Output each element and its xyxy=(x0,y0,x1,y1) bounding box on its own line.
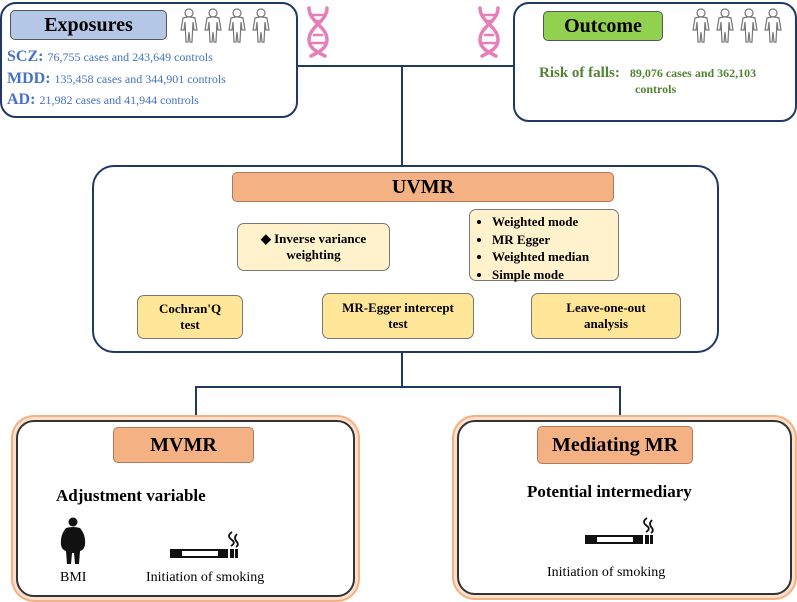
exposure-text: 76,755 cases and 243,649 controls xyxy=(47,50,213,64)
exposure-row-mdd: MDD: 135,458 cases and 344,901 controls xyxy=(7,70,226,88)
dna-icon xyxy=(307,6,329,58)
outcome-title: Outcome xyxy=(543,11,663,41)
outcome-text: 89,076 cases and 362,103 xyxy=(629,66,757,80)
branch-left xyxy=(195,386,197,422)
method-item: MR Egger xyxy=(492,231,589,249)
outcome-text-2: controls xyxy=(635,82,677,96)
uvmr-title: UVMR xyxy=(232,172,614,202)
exposure-label: MDD: xyxy=(7,70,51,87)
cigarette-icon xyxy=(170,531,239,558)
egger-intercept-label: MR-Egger intercept test xyxy=(342,299,454,331)
ivw-label: ◆ Inverse variance weighting xyxy=(260,230,367,262)
exposures-title: Exposures xyxy=(10,10,167,40)
people-icon xyxy=(692,8,782,43)
method-item: Simple mode xyxy=(492,266,589,284)
exposure-row-ad: AD: 21,982 cases and 41,944 controls xyxy=(7,91,199,109)
top-drop xyxy=(401,65,403,165)
dna-icon xyxy=(478,6,500,58)
methods-list: Weighted mode MR Egger Weighted median S… xyxy=(476,213,589,283)
branch-bar xyxy=(195,386,620,388)
exposure-text: 21,982 cases and 41,944 controls xyxy=(39,93,199,107)
cigarette-icon xyxy=(585,517,654,544)
outcome-row: Risk of falls: 89,076 cases and 362,103 xyxy=(539,64,756,82)
uvmr-panel: UVMR ◆ Inverse variance weighting Weight… xyxy=(92,165,719,353)
exposure-text: 135,458 cases and 344,901 controls xyxy=(54,72,226,86)
mid-drop xyxy=(401,353,403,387)
people-icon xyxy=(180,8,270,43)
outcome-panel: Outcome Risk of falls: 89,076 cases and … xyxy=(513,2,797,122)
bmi-label: BMI xyxy=(60,570,87,585)
bmi-person-icon xyxy=(60,517,86,564)
mvmr-subtitle: Adjustment variable xyxy=(56,486,206,505)
mvmr-smoking-label: Initiation of smoking xyxy=(146,570,265,585)
mediating-panel: Mediating MR Potential intermediary Init… xyxy=(457,420,792,595)
mvmr-title: MVMR xyxy=(113,427,254,463)
mvmr-panel: MVMR Adjustment variable BMI Initiation … xyxy=(16,420,355,597)
branch-right xyxy=(619,386,621,422)
method-item: Weighted mode xyxy=(492,213,589,231)
exposure-row-scz: SCZ: 76,755 cases and 243,649 controls xyxy=(7,48,213,66)
method-item: Weighted median xyxy=(492,248,589,266)
exposure-label: AD: xyxy=(7,91,36,108)
top-connector xyxy=(298,65,513,67)
cochran-label: Cochran'Q test xyxy=(158,300,222,332)
mediating-title: Mediating MR xyxy=(537,426,693,464)
methods-box: Weighted mode MR Egger Weighted median S… xyxy=(469,209,619,283)
mediating-smoking-label: Initiation of smoking xyxy=(547,565,666,580)
exposures-panel: Exposures SCZ: 76,755 cases and 243,649 … xyxy=(0,2,298,118)
exposure-label: SCZ: xyxy=(7,48,44,65)
cochran-box: Cochran'Q test xyxy=(137,295,243,339)
mediating-subtitle: Potential intermediary xyxy=(527,482,692,501)
loo-box: Leave-one-out analysis xyxy=(531,293,681,339)
egger-intercept-box: MR-Egger intercept test xyxy=(322,293,474,339)
loo-label: Leave-one-out analysis xyxy=(566,299,646,331)
ivw-box: ◆ Inverse variance weighting xyxy=(237,223,390,271)
outcome-label: Risk of falls: xyxy=(539,65,620,81)
